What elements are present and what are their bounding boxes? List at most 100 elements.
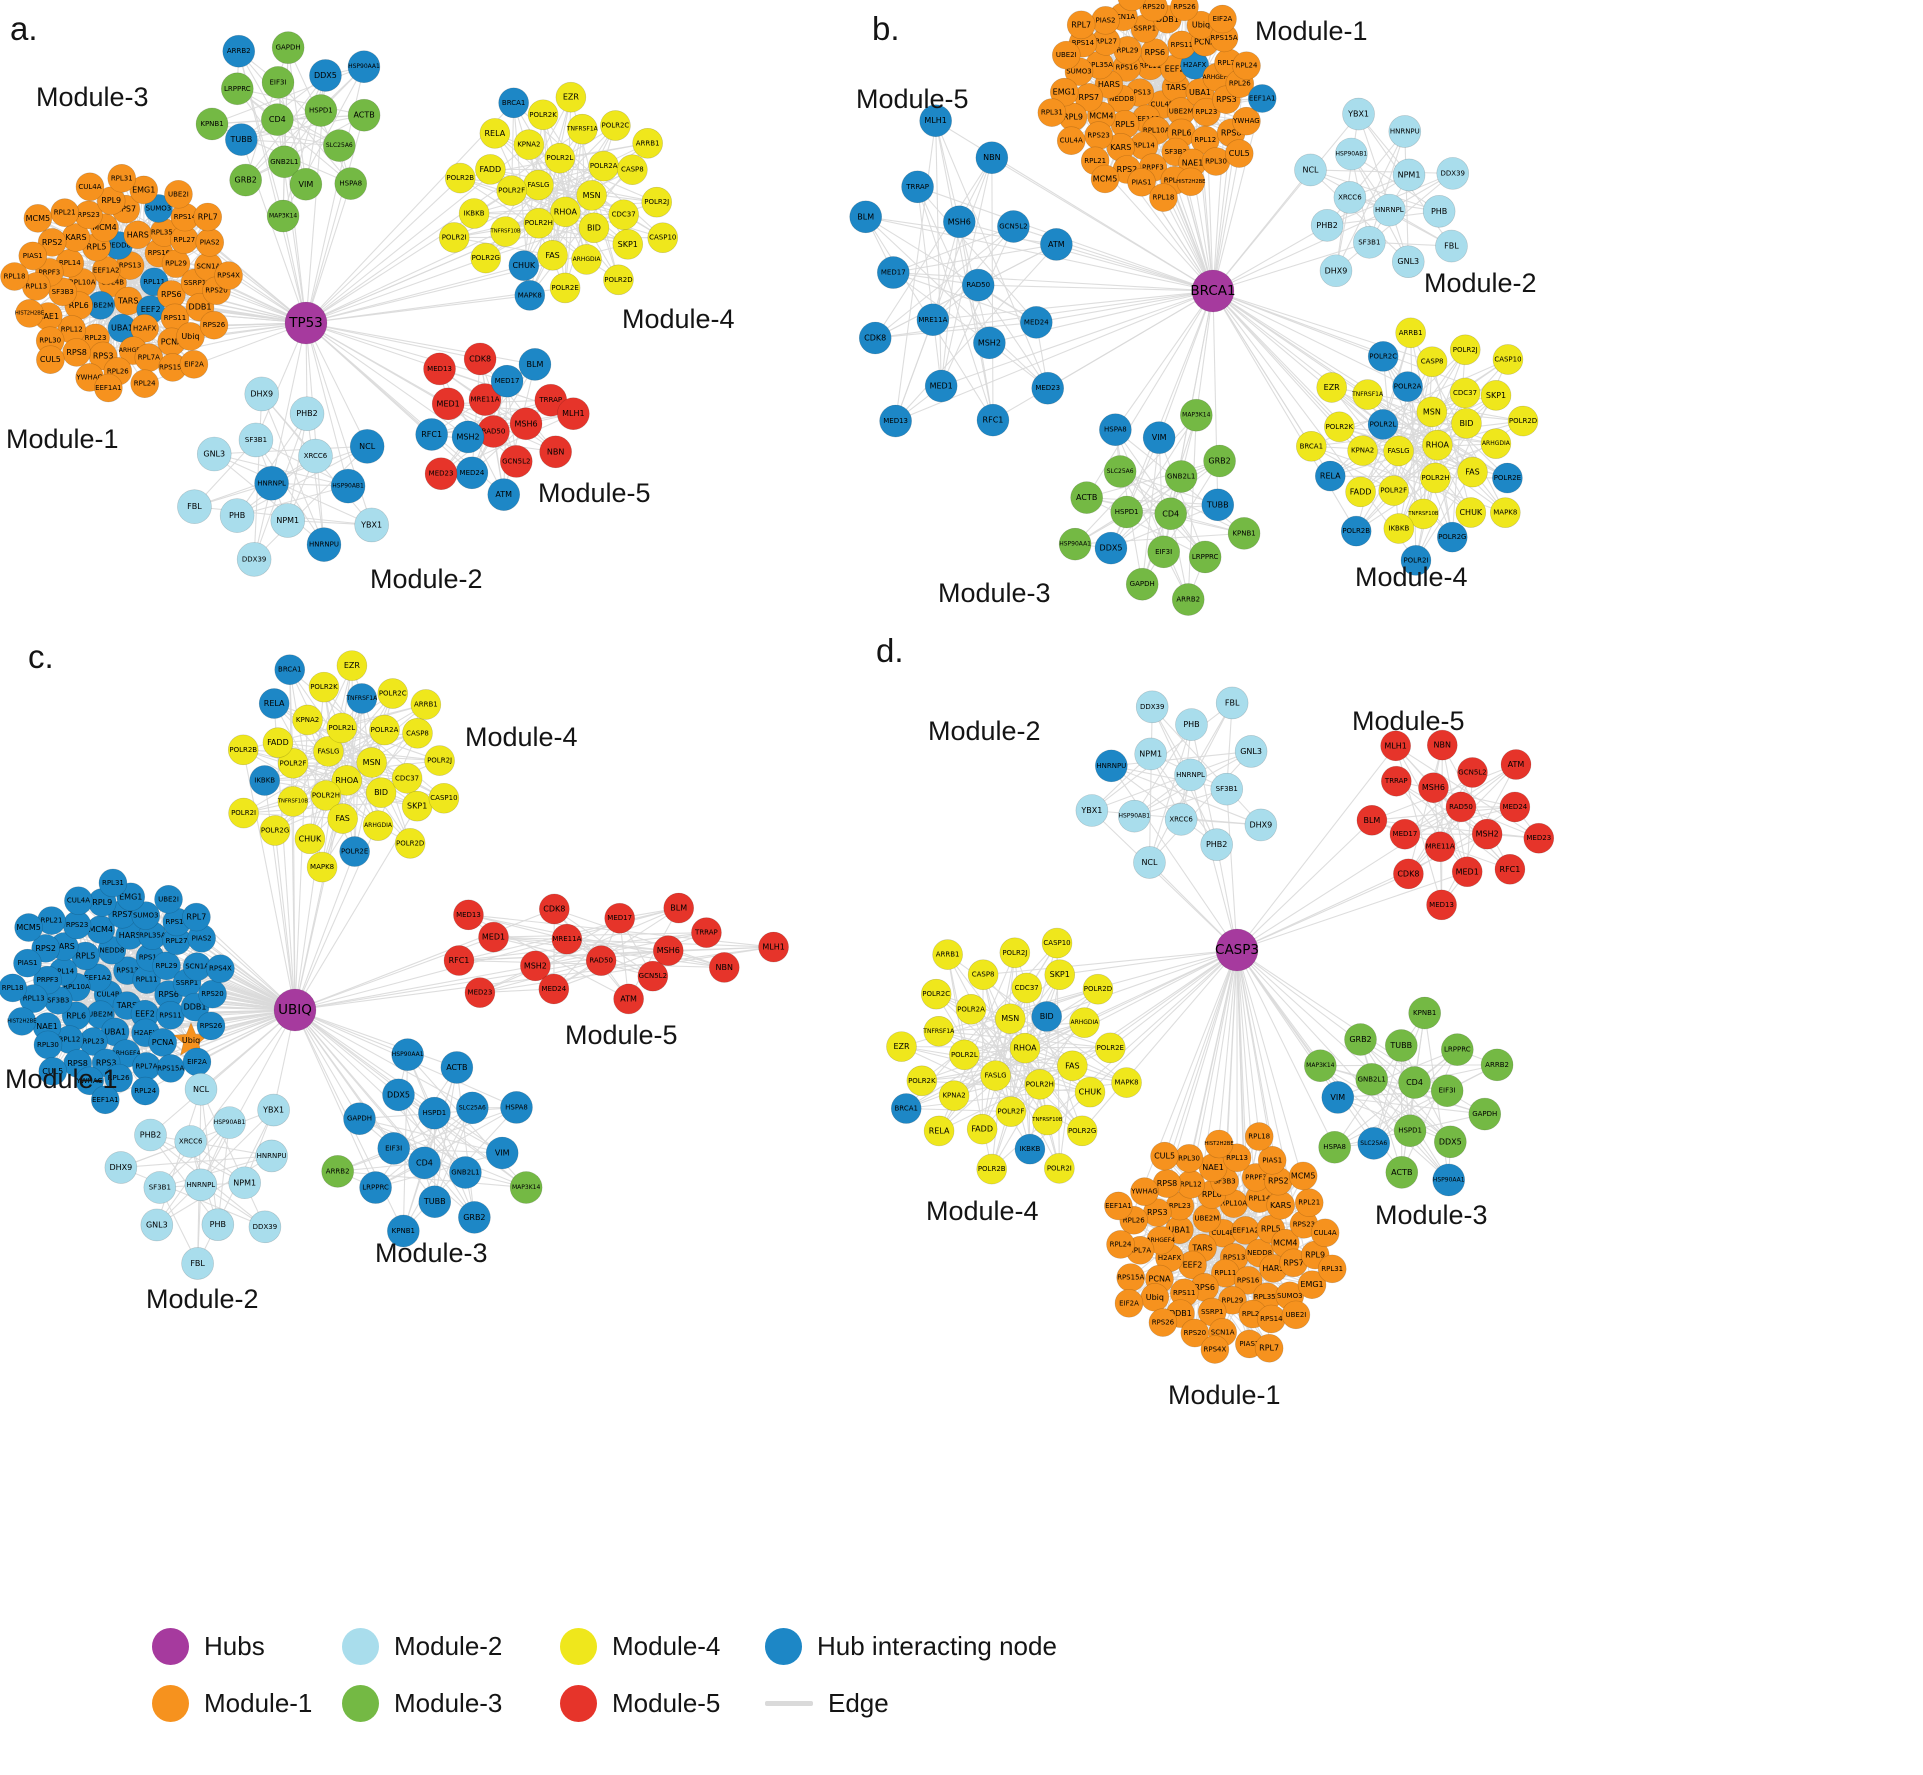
node-label: RPS20 [1142,3,1164,11]
node-circle [1058,527,1092,561]
hub-edge [1236,949,1451,1143]
hub-circle [1191,269,1235,313]
node-label: MLH1 [1384,741,1406,750]
node-circle [309,59,342,92]
hub-edge [1212,290,1312,447]
node-label: RPS2 [42,238,63,247]
node-label: MED13 [1429,901,1454,909]
node-MED17: MED17 [490,364,524,398]
edge [471,358,481,473]
node-POLR2K: POLR2K [527,99,559,131]
hub-edge [1212,153,1240,292]
module-title-c-module-1: Module-1 [5,1064,118,1094]
node-label: RPL26 [107,367,129,375]
node-label: RPL31 [1321,1265,1343,1273]
node-label: RPL9 [1063,113,1083,122]
nodes-panel-a: a.CD4HSPD1GNB2L1EIF3ISLC25A6TUBBDDX5VIML… [0,10,735,594]
legend: Hubs Module-2 Module-4 Hub interacting n… [152,1628,1125,1722]
node-label: EZR [1324,383,1341,392]
node-POLR2L: POLR2L [326,712,358,744]
node-PHB: PHB [201,1208,235,1241]
node-MRE11A: MRE11A [551,923,583,955]
node-label: MED24 [541,985,566,993]
node-label: RPL10A [1143,127,1170,135]
module-title-d-module-3: Module-3 [1375,1200,1488,1230]
node-POLR2K: POLR2K [1324,411,1355,443]
panel-letter-b: b. [872,10,900,47]
node-MSH2: MSH2 [451,420,485,454]
node-label: PHB [1183,720,1199,729]
node-label: ARRB2 [227,47,251,55]
node-HSPD1: HSPD1 [304,94,338,127]
node-circle [1224,139,1254,168]
node-circle [1353,225,1386,259]
node-label: HSPD1 [309,107,333,115]
node-CD4: CD4 [1154,497,1187,531]
node-MSH2: MSH2 [1471,818,1503,850]
node-RELA: RELA [479,118,511,149]
node-label: RPL18 [2,984,24,992]
node-circle [107,164,137,193]
node-CUL4A: CUL4A [1056,126,1086,156]
hub-edge [1212,290,1384,357]
legend-item-module-1: Module-1 [152,1685,342,1722]
edge [245,66,365,181]
node-circle [347,50,381,84]
node-UBE2I: UBE2I [1051,40,1081,70]
node-RPS4X: RPS4X [206,954,235,984]
hub-edge [1047,290,1214,389]
node-circle [1142,421,1176,454]
node-label: TNFRSF10B [1031,1117,1063,1123]
module-title-b-module-1: Module-1 [1255,16,1368,46]
node-label: RAD50 [589,957,613,965]
edge [245,114,365,181]
edge [1086,460,1220,499]
node-circle [997,210,1030,243]
node-TNFRSF1A: TNFRSF1A [345,683,378,714]
node-label: ARRB2 [1176,596,1200,604]
edge [238,50,352,184]
node-circle [539,435,572,469]
edge [1404,131,1409,262]
node-MED23: MED23 [1523,822,1555,854]
node-label: UBE2M [1169,108,1194,116]
node-MRE11A: MRE11A [468,383,502,416]
node-CUL4A: CUL4A [75,172,105,202]
legend-item-module-2: Module-2 [342,1628,560,1665]
node-label: CUL4A [67,897,90,905]
node-label: POLR2K [529,111,557,119]
node-IKBKB: IKBKB [249,765,280,796]
node-label: EEF1A1 [1105,1202,1132,1210]
node-label: RPL7 [1259,1344,1279,1353]
node-label: HSP90AB1 [1336,150,1368,157]
node-circle [518,348,552,381]
node-label: POLR2D [396,839,424,847]
node-FBL: FBL [177,489,212,524]
node-HIST2H2BE: HIST2H2BE [1204,1129,1234,1159]
node-label: HARS [119,931,141,940]
node-KPNA2: KPNA2 [1347,435,1378,466]
node-circle [641,186,673,218]
hub-interacting-swatch-icon [765,1628,802,1665]
node-label: HSP90AB1 [332,483,364,490]
node-label: ARHGDIA [1070,1019,1099,1026]
node-DHX9: DHX9 [1244,808,1278,842]
node-label: FAS [335,814,349,823]
node-label: RPL7 [186,913,206,922]
node-circle [479,118,511,149]
node-label: SKP1 [407,802,427,811]
node-label: SSRP1 [1201,1308,1223,1316]
node-circle [1154,497,1187,531]
node-circle [1316,372,1347,403]
node-label: MCM5 [26,214,50,223]
node-DHX9: DHX9 [1319,254,1353,288]
node-label: RPL21 [1084,157,1106,165]
node-YBX1: YBX1 [1342,97,1375,131]
node-label: KPNB1 [1232,529,1255,537]
node-label: FASLG [317,747,339,755]
node-circle [1489,497,1521,528]
node-label: UBA1 [111,324,133,333]
node-FBL: FBL [1435,229,1468,263]
node-HSPD1: HSPD1 [418,1096,451,1130]
node-CASP10: CASP10 [428,782,460,814]
